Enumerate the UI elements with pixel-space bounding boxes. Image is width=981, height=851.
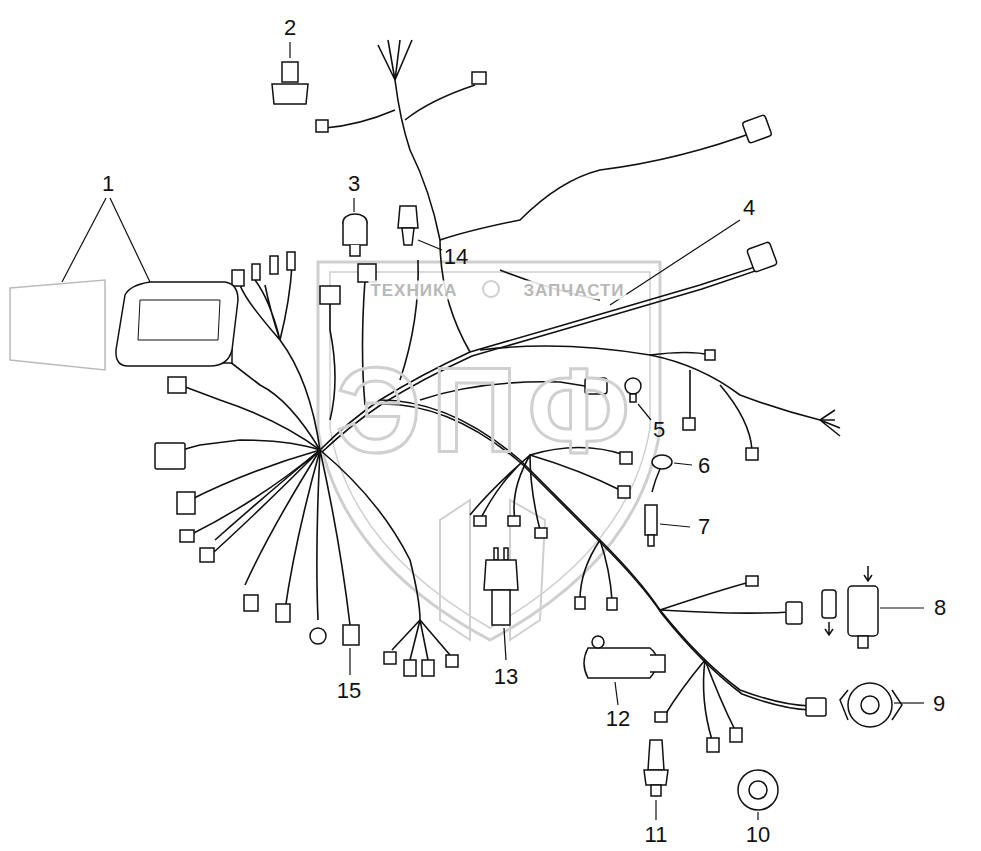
callout-number: 7: [698, 516, 710, 538]
wires: [170, 40, 840, 740]
callout-number: 5: [653, 419, 665, 441]
callout-number: 11: [645, 824, 668, 846]
callout-number: 9: [933, 693, 945, 715]
callout-number: 1: [102, 173, 114, 195]
watermark-text: ЗАПЧАСТИ: [521, 281, 626, 300]
callout-number: 6: [698, 455, 710, 477]
callout-number: 2: [284, 17, 296, 39]
watermark-text: ТЕХНИКА: [368, 281, 459, 300]
callout-number: 15: [337, 680, 361, 702]
watermark-shield: [318, 262, 660, 640]
callout-number: 8: [934, 597, 946, 619]
leader-lines: [62, 42, 924, 820]
watermark-logo: ЭПФ: [336, 350, 640, 470]
connectors: [155, 72, 826, 752]
callout-number: 12: [606, 708, 630, 730]
callout-number: 10: [746, 824, 770, 846]
callout-number: 13: [494, 666, 518, 688]
callout-number: 3: [348, 173, 360, 195]
callout-number: 14: [444, 246, 468, 268]
components: [10, 62, 902, 810]
callout-number: 4: [743, 197, 755, 219]
